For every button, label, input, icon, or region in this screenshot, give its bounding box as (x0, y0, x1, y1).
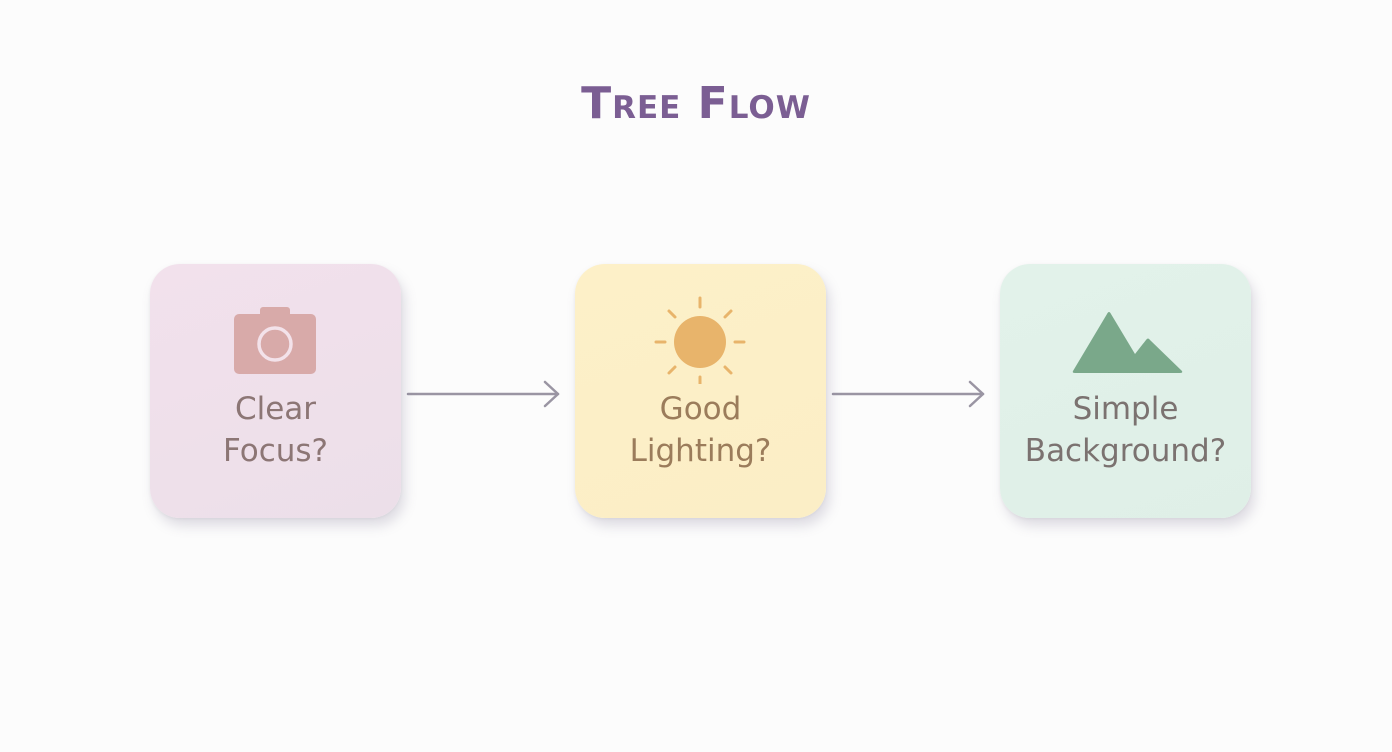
node-label: Simple Background? (1000, 388, 1251, 472)
node-label-line1: Good (659, 391, 742, 427)
node-good-lighting: Good Lighting? (575, 264, 826, 518)
node-simple-background: Simple Background? (1000, 264, 1251, 518)
camera-icon (150, 294, 401, 384)
node-label-line1: Simple (1072, 391, 1179, 427)
node-label-line2: Lighting? (629, 433, 772, 469)
diagram-title: Tree Flow (581, 78, 811, 129)
node-label-line2: Focus? (223, 433, 328, 469)
node-label-line1: Clear (234, 391, 317, 427)
node-label-line2: Background? (1024, 433, 1227, 469)
node-label: Good Lighting? (575, 388, 826, 472)
arrow-2 (831, 380, 985, 408)
node-label: Clear Focus? (150, 388, 401, 472)
node-clear-focus: Clear Focus? (150, 264, 401, 518)
sun-icon (575, 294, 826, 384)
arrow-1 (406, 380, 560, 408)
mountain-icon (1000, 294, 1251, 384)
